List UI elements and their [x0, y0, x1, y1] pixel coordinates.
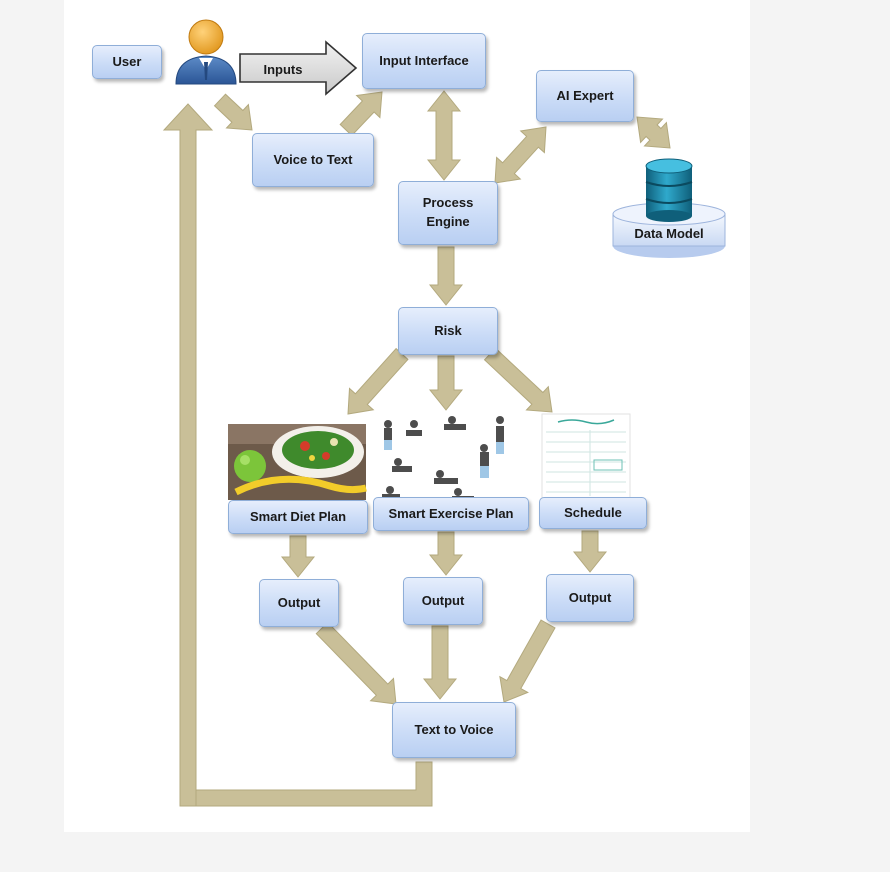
person-icon [175, 19, 237, 85]
arrow-engine-ai [494, 126, 547, 184]
arrow-output-diet-to-voice [315, 621, 397, 705]
arrow-risk-to-schedule [483, 347, 553, 413]
output-schedule-text: Output [568, 589, 612, 605]
meal-planner-sheet [541, 413, 631, 501]
output-schedule-node: Output [546, 574, 634, 622]
inputs-label: Inputs [263, 61, 303, 77]
feedback-loop-arrow [162, 103, 433, 807]
text-to-voice-text: Text to Voice [414, 721, 494, 737]
output-exercise-node: Output [403, 577, 483, 625]
smart-exercise-plan-text: Smart Exercise Plan [388, 505, 514, 521]
output-diet-text: Output [277, 594, 321, 610]
arrow-interface-engine [426, 90, 462, 181]
smart-exercise-plan-node: Smart Exercise Plan [373, 497, 529, 531]
arrow-voice-to-interface [339, 91, 383, 137]
text-to-voice-node: Text to Voice [392, 702, 516, 758]
arrow-engine-to-risk [428, 246, 464, 306]
arrow-schedule-to-output [572, 530, 608, 573]
input-interface-text: Input Interface [379, 52, 469, 68]
arrow-ai-datamodel [636, 116, 671, 149]
smart-diet-plan-node: Smart Diet Plan [228, 500, 368, 534]
risk-node: Risk [398, 307, 498, 355]
inputs-arrow [239, 40, 358, 96]
schedule-node: Schedule [539, 497, 647, 529]
user-label: User [92, 45, 162, 79]
data-model-label: Data Model [634, 226, 704, 241]
arrow-diet-to-output [280, 535, 316, 578]
ai-expert-node: AI Expert [536, 70, 634, 122]
database-icon [612, 158, 726, 258]
arrow-output-schedule-to-voice [499, 619, 556, 703]
output-exercise-text: Output [421, 592, 465, 608]
risk-text: Risk [434, 322, 462, 338]
output-diet-node: Output [259, 579, 339, 627]
process-engine-line1: Process [422, 195, 474, 211]
voice-to-text-node: Voice to Text [252, 133, 374, 187]
arrow-risk-to-diet [347, 347, 409, 415]
input-interface-node: Input Interface [362, 33, 486, 89]
arrow-exercise-to-output [428, 531, 464, 576]
arrow-risk-to-exercise [428, 355, 464, 411]
process-engine-line2: Engine [426, 214, 470, 229]
salad-photo [228, 424, 367, 500]
smart-diet-plan-text: Smart Diet Plan [249, 508, 347, 524]
schedule-text: Schedule [564, 504, 622, 520]
arrow-user-to-voice [213, 93, 253, 131]
arrow-output-exercise-to-voice [422, 625, 458, 700]
ai-expert-text: AI Expert [556, 87, 614, 103]
user-label-text: User [112, 53, 142, 69]
exercise-poses-photo [376, 412, 516, 504]
voice-to-text-text: Voice to Text [273, 151, 353, 167]
